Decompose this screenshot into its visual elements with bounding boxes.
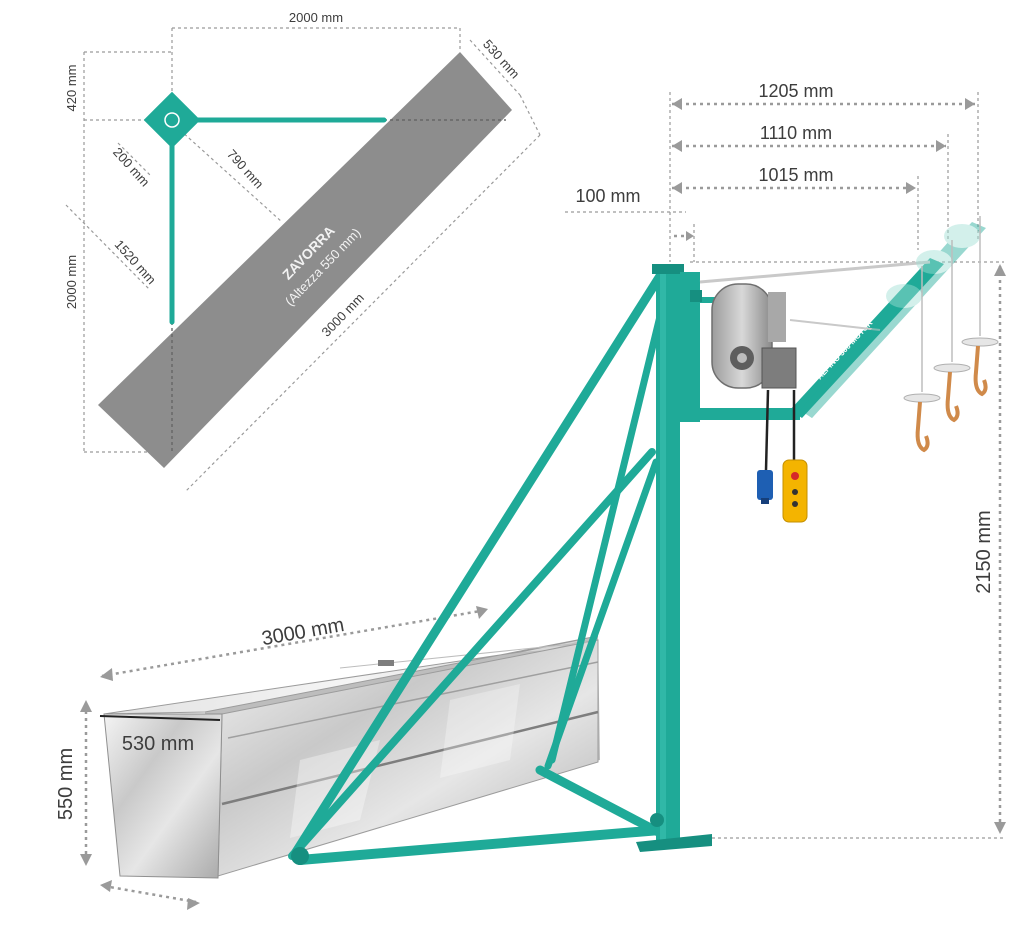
- mast: [656, 268, 680, 840]
- box-height-label: 550 mm: [55, 748, 77, 820]
- hook-icon: [961, 337, 999, 397]
- side-dimension-lines: [80, 92, 1006, 910]
- base-rail-rear: [535, 765, 667, 839]
- brace-long: [291, 271, 665, 857]
- hook-icon: [933, 363, 971, 423]
- brace-rear-upper: [548, 296, 668, 764]
- plug-icon: [757, 470, 773, 504]
- brand-label: IMER: [746, 399, 766, 408]
- jib-boom: [790, 258, 944, 418]
- plan-offset-top-label: 420 mm: [64, 65, 79, 112]
- plan-mast-pivot: [164, 112, 180, 128]
- base-rail-front: [295, 825, 665, 865]
- controls: [757, 389, 808, 523]
- ballast-block: [98, 52, 512, 468]
- plan-view: 2000 mm 530 mm 420 mm 2000 mm 200 mm 790…: [64, 10, 541, 493]
- hooks: [903, 216, 999, 453]
- plan-arm-label: 790 mm: [224, 147, 267, 192]
- box-width-top-label: 530 mm: [122, 733, 194, 755]
- plan-depth-label: 2000 mm: [64, 255, 79, 309]
- reach-mid-label: 1110 mm: [760, 123, 832, 143]
- height-label: 2150 mm: [973, 510, 995, 593]
- box-length-label: 3000 mm: [260, 614, 346, 650]
- plan-mast: [143, 91, 201, 149]
- reach-max-label: 1205 mm: [758, 81, 833, 101]
- reach-min-label: 1015 mm: [758, 165, 833, 185]
- base-joint: [291, 847, 309, 865]
- base-plate: [636, 834, 712, 852]
- plan-width-ballast-label: 530 mm: [480, 37, 523, 82]
- box-length-line: [101, 608, 487, 678]
- pendant-control-icon: [782, 459, 808, 523]
- plan-width-top-label: 2000 mm: [289, 10, 343, 25]
- jib-alternate-positions: [800, 222, 986, 418]
- brace-mid: [288, 448, 656, 860]
- plan-mast-size-label: 200 mm: [110, 145, 153, 190]
- hook-icon: [903, 393, 941, 453]
- plan-diagonal-label: 1520 mm: [112, 237, 159, 287]
- box-bottom-width-line: [103, 884, 197, 904]
- winch: IMER: [711, 283, 797, 408]
- offset-label: 100 mm: [575, 186, 640, 206]
